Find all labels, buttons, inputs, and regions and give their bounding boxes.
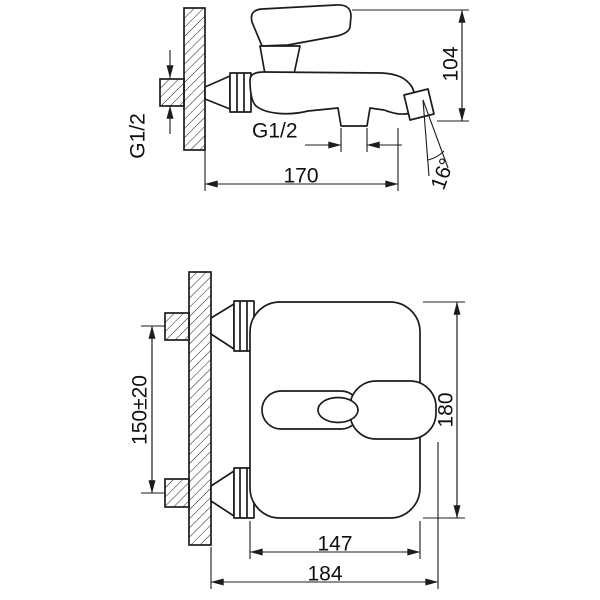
cartridge-cover-side [259, 45, 301, 75]
supply-pipe-top [164, 312, 190, 341]
angle-slant-line [422, 99, 449, 169]
angle-annotation: 16° [422, 99, 459, 193]
eccentric-cone-bottom [210, 470, 235, 517]
dim-104: 104 [352, 9, 469, 122]
handle-lever-side [250, 4, 352, 47]
dim-thread-left: G1/2 [127, 50, 174, 159]
faucet-body-side [249, 71, 418, 127]
aerator-side [403, 88, 435, 121]
dim-label-height: 104 [440, 46, 463, 81]
dim-label-thread-left: G1/2 [127, 113, 150, 159]
angle-ref-line [422, 99, 430, 177]
handle-grip-front [349, 380, 437, 440]
dim-180: 180 [423, 301, 465, 519]
dim-label-width: 170 [283, 165, 318, 188]
eccentric-cone-top [210, 303, 235, 350]
supply-pipe-bottom [164, 478, 190, 508]
dim-170: 170 [204, 128, 399, 191]
angle-arc [427, 150, 445, 161]
dim-thread-mid: G1/2 [252, 120, 402, 152]
wall-section-front [188, 271, 212, 546]
dim-label-spacing: 150±20 [129, 375, 152, 445]
dim-label-width-total: 184 [307, 563, 342, 586]
dim-label-height-front: 180 [435, 392, 458, 427]
dim-150: 150±20 [129, 325, 165, 494]
side-view: 16° 104 170 G1/2 [127, 4, 469, 193]
dim-label-width-body: 147 [317, 533, 352, 556]
hex-nut-side [229, 72, 252, 113]
dim-label-angle: 16° [427, 155, 459, 193]
dim-147: 147 [249, 521, 421, 559]
eccentric-cone-side [204, 75, 231, 110]
wall-section-side [183, 7, 206, 151]
dim-label-thread-mid: G1/2 [252, 120, 298, 143]
supply-pipe-side [159, 78, 185, 107]
dim-184: 184 [210, 442, 439, 589]
handle-knob-oval [317, 396, 359, 424]
front-view: 150±20 180 147 184 [129, 271, 465, 589]
